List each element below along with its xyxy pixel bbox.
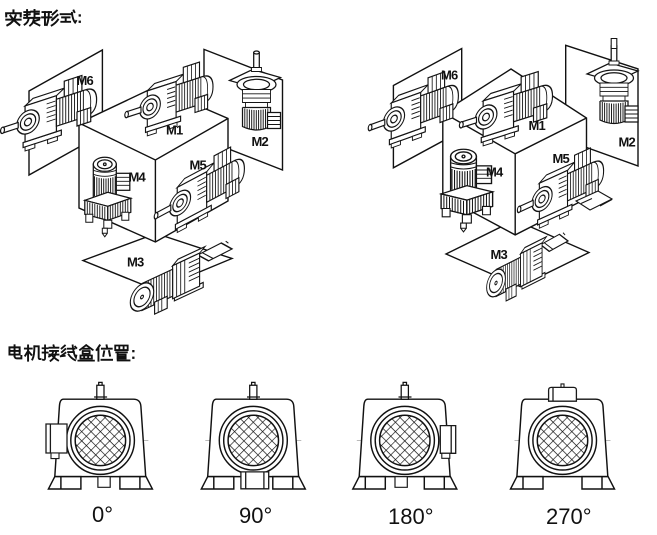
svg-text:M4: M4 <box>486 165 504 180</box>
svg-text:270°: 270° <box>546 504 592 529</box>
svg-text:0°: 0° <box>92 502 113 527</box>
svg-text:M1: M1 <box>166 123 183 138</box>
svg-text:M6: M6 <box>77 73 94 88</box>
svg-text:M5: M5 <box>553 151 570 166</box>
svg-text:M1: M1 <box>529 118 546 133</box>
svg-text:M3: M3 <box>127 255 144 270</box>
svg-text:M3: M3 <box>491 247 508 262</box>
svg-text:M4: M4 <box>129 170 147 185</box>
svg-text:M5: M5 <box>190 158 207 173</box>
svg-text:90°: 90° <box>239 503 272 528</box>
svg-text:M2: M2 <box>252 134 269 149</box>
svg-text:180°: 180° <box>388 504 434 529</box>
svg-text:M2: M2 <box>619 135 636 150</box>
svg-text:M6: M6 <box>441 68 458 83</box>
